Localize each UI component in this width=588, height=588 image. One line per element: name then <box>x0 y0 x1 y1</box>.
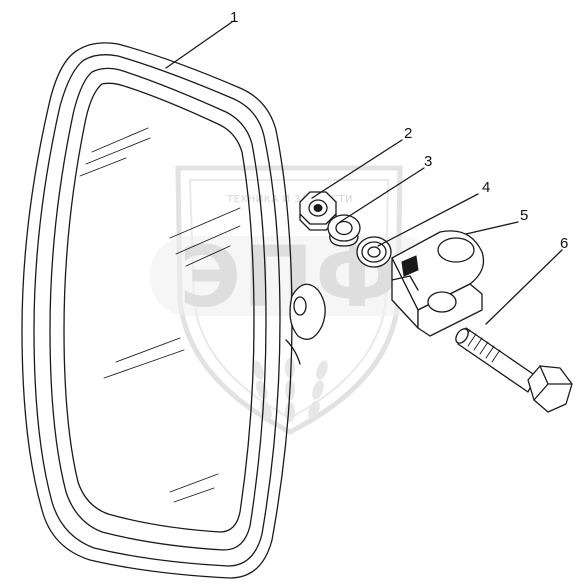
callout-4: 4 <box>482 179 490 196</box>
callout-5: 5 <box>520 207 528 224</box>
mirror-mount-boss <box>285 283 326 365</box>
watermark-shield-outline <box>175 165 403 435</box>
callout-3: 3 <box>424 153 432 170</box>
clamp-bracket <box>391 230 485 337</box>
mirror-glare-marks <box>79 127 241 503</box>
flat-washer <box>356 236 392 268</box>
mirror-frame-inner <box>49 67 267 551</box>
callout-1: 1 <box>230 9 238 26</box>
callout-2: 2 <box>404 125 412 142</box>
hex-bolt <box>455 327 573 413</box>
mirror-glass-edge <box>63 82 255 533</box>
spring-washer <box>327 214 361 247</box>
mirror-frame-mid <box>33 54 281 567</box>
mirror-assembly <box>21 42 326 579</box>
callout-6: 6 <box>560 235 568 252</box>
callout-labels: 1 2 3 4 5 6 <box>230 9 568 252</box>
mirror-frame-outer <box>21 42 293 579</box>
hex-nut <box>299 191 337 231</box>
leader-lines <box>165 21 563 325</box>
watermark-tagline: ТЕХНИКА И ЗАПЧАСТИ <box>226 194 353 205</box>
